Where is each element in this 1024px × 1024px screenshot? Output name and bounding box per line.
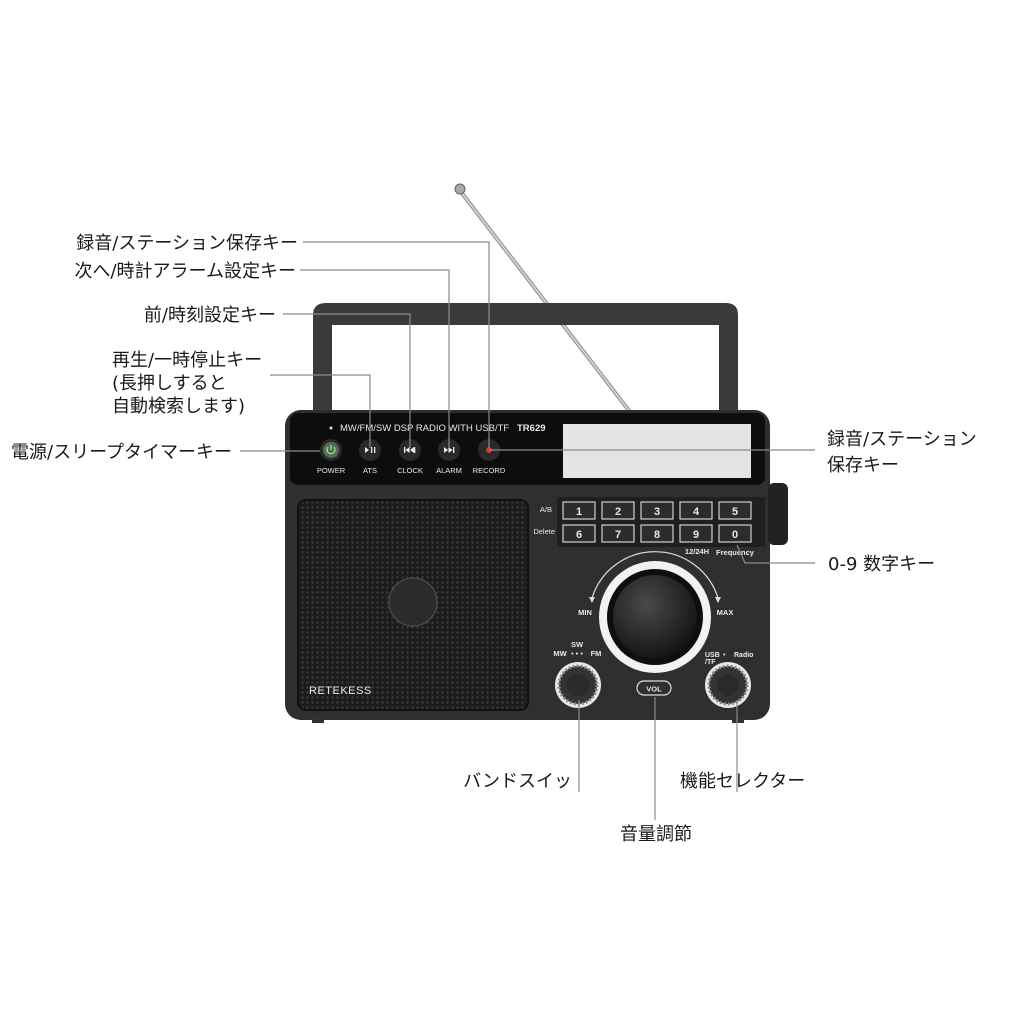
clock-button[interactable]: CLOCK	[397, 439, 423, 475]
record-label: RECORD	[473, 466, 506, 475]
carry-handle	[313, 303, 738, 412]
key-label: 2	[615, 506, 621, 518]
foot-right	[732, 718, 744, 723]
side-tuning-wheel[interactable]	[768, 483, 788, 545]
function-selector-knob[interactable]	[705, 662, 751, 708]
key-label: 6	[576, 529, 582, 541]
callout-record-save-right: 録音/ステーション	[827, 429, 977, 450]
frequency-label: Frequency	[716, 548, 755, 557]
key-cap	[679, 524, 713, 543]
volume-arc	[591, 551, 719, 599]
brand-logo: RETEKESS	[309, 685, 372, 697]
power-button[interactable]: POWER	[317, 439, 346, 475]
key-label: 1	[576, 506, 582, 518]
mw-label: MW	[553, 649, 567, 658]
key-8[interactable]: 8	[640, 524, 674, 543]
tf-label: /TF	[705, 659, 716, 666]
ab-label: A/B	[540, 505, 552, 514]
key-cap	[679, 501, 713, 520]
clock-label: CLOCK	[397, 466, 423, 475]
lcd-display	[563, 424, 751, 478]
volume-knob[interactable]	[599, 561, 711, 673]
key-9[interactable]: 9	[679, 524, 713, 543]
power-label: POWER	[317, 466, 346, 475]
alarm-label: ALARM	[436, 466, 462, 475]
alarm-button[interactable]: ALARM	[436, 439, 462, 475]
play-pause-icon	[365, 447, 376, 453]
key-4[interactable]: 4	[679, 501, 713, 520]
key-cap	[601, 524, 635, 543]
usb-label: USB	[705, 652, 720, 659]
key-cap	[640, 501, 674, 520]
key-7[interactable]: 7	[601, 524, 635, 543]
callout-power-sleep: 電源/スリープタイマーキー	[11, 442, 232, 463]
model-number: TR629	[517, 423, 546, 434]
key-5[interactable]: 5	[718, 501, 752, 520]
delete-label: Delete	[533, 527, 555, 536]
fm-label: FM	[591, 649, 602, 658]
key-label: 8	[654, 529, 660, 541]
vol-label: VOL	[646, 685, 662, 694]
callout-number-keys: 0-9 数字キー	[828, 554, 935, 575]
key-6[interactable]: 6	[562, 524, 596, 543]
key-cap	[601, 501, 635, 520]
key-2[interactable]: 2	[601, 501, 635, 520]
key-0[interactable]: 0	[718, 524, 752, 543]
key-cap	[562, 501, 596, 520]
sw-label: SW	[571, 640, 584, 649]
max-label: MAX	[717, 608, 734, 617]
key-cap	[640, 524, 674, 543]
key-label: 5	[732, 506, 738, 518]
callout-volume: 音量調節	[620, 824, 692, 845]
callout-function-selector: 機能セレクター	[680, 771, 805, 792]
keypad-keys: 1 2 3 4 5 6 7 8 9 0	[562, 501, 752, 543]
radio-label: Radio	[734, 652, 753, 659]
callout-play-pause: 再生/一時停止キー	[112, 350, 262, 371]
callout-record-save-left: 録音/ステーション保存キー	[76, 233, 298, 254]
key-label: 0	[732, 529, 738, 541]
key-1[interactable]: 1	[562, 501, 596, 520]
12-24h-label: 12/24H	[685, 547, 709, 556]
next-icon	[444, 447, 455, 453]
svg-text:•: •	[723, 652, 726, 659]
min-label: MIN	[578, 608, 592, 617]
foot-left	[312, 718, 324, 723]
key-label: 9	[693, 529, 699, 541]
band-switch-knob[interactable]	[555, 662, 601, 708]
power-icon	[326, 445, 336, 455]
antenna	[454, 183, 632, 414]
callout-play-pause-line3: 自動検索します)	[112, 396, 245, 417]
callout-record-save-right-line2: 保存キー	[827, 455, 899, 476]
speaker-emblem	[388, 577, 438, 627]
key-cap	[718, 501, 752, 520]
key-cap	[718, 524, 752, 543]
callout-play-pause-line2: (長押しすると	[112, 373, 227, 394]
model-line: MW/FM/SW DSP RADIO WITH USB/TF	[340, 423, 509, 434]
key-3[interactable]: 3	[640, 501, 674, 520]
callout-next-alarm: 次へ/時計アラーム設定キー	[74, 261, 296, 282]
previous-icon	[404, 447, 416, 453]
key-label: 3	[654, 506, 660, 518]
callout-prev-clock: 前/時刻設定キー	[144, 305, 276, 326]
ats-button[interactable]: ATS	[359, 439, 381, 475]
key-cap	[562, 524, 596, 543]
callout-band-switch: バンドスイッ	[463, 771, 572, 792]
key-label: 7	[615, 529, 621, 541]
key-label: 4	[693, 506, 700, 518]
svg-text:• • •: • • •	[571, 649, 583, 658]
ats-label: ATS	[363, 466, 377, 475]
leader-lines	[240, 241, 815, 820]
